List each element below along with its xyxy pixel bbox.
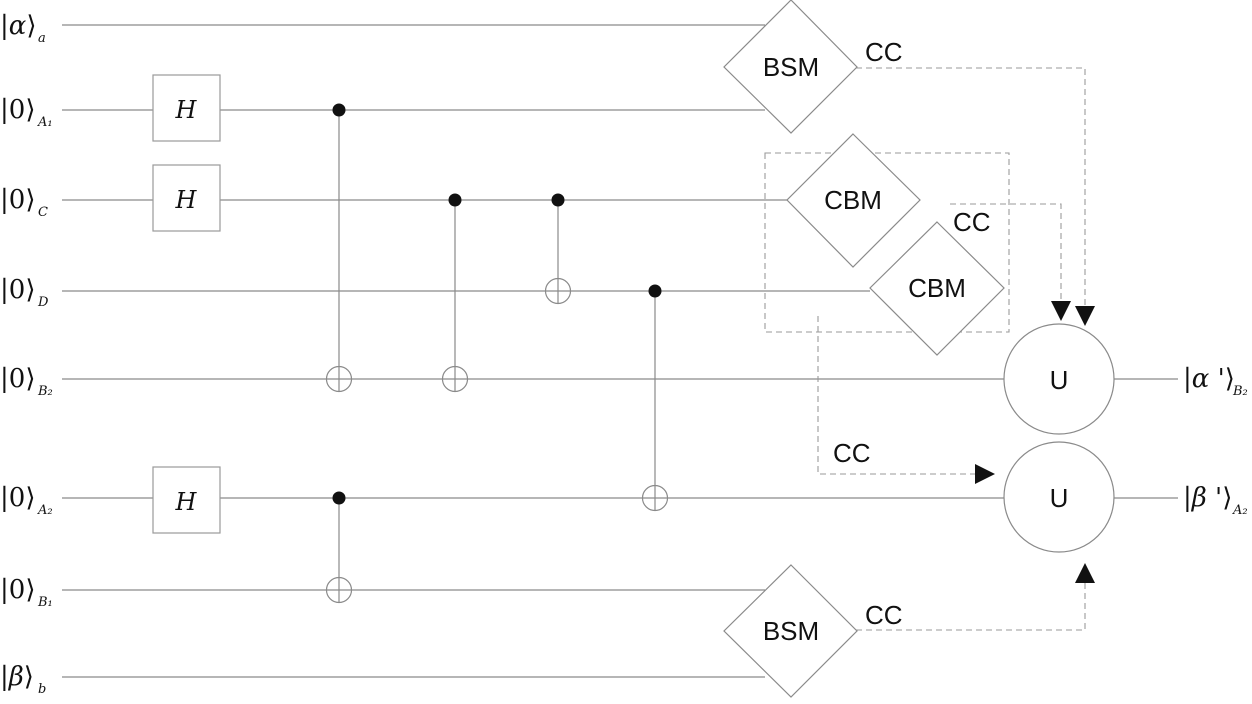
arrow-down-icon bbox=[1075, 306, 1095, 326]
cc-labels: CC CC CC CC bbox=[833, 37, 991, 630]
bsm-gate-top: BSM bbox=[723, 0, 858, 134]
svg-text:D: D bbox=[37, 295, 49, 310]
cc-line-cbm-d bbox=[817, 316, 978, 475]
input-ket-beta-b: |β⟩ b bbox=[0, 662, 46, 697]
input-labels: |α⟩ a |0⟩ A₁ |0⟩ C |0⟩ D |0⟩ B₂ |0⟩ A₂ |… bbox=[0, 11, 53, 697]
svg-text:|0⟩: |0⟩ bbox=[0, 95, 35, 125]
control-dot bbox=[448, 193, 462, 207]
output-ket-beta-prime-A2: |β '⟩ A₂ bbox=[1183, 483, 1248, 518]
cc-line-bottom-bsm bbox=[856, 582, 1086, 631]
control-dot bbox=[551, 193, 565, 207]
svg-text:H: H bbox=[175, 488, 198, 516]
output-labels: |α '⟩ B₂ |β '⟩ A₂ bbox=[1183, 364, 1248, 518]
bsm-gate-bottom: BSM bbox=[723, 564, 858, 698]
svg-text:BSM: BSM bbox=[763, 616, 819, 646]
input-ket-alpha-a: |α⟩ a bbox=[0, 11, 46, 46]
cc-label-mid: CC bbox=[833, 438, 871, 468]
hadamard-gate-A2: H bbox=[152, 466, 221, 534]
input-ket-0-B2: |0⟩ B₂ bbox=[0, 364, 53, 399]
svg-text:|0⟩: |0⟩ bbox=[0, 364, 35, 394]
arrowheads bbox=[975, 301, 1095, 583]
control-dot bbox=[648, 284, 662, 298]
svg-text:B₂: B₂ bbox=[1232, 384, 1248, 399]
svg-text:B₁: B₁ bbox=[37, 595, 53, 610]
svg-text:|0⟩: |0⟩ bbox=[0, 575, 35, 605]
svg-text:A₂: A₂ bbox=[37, 503, 53, 518]
svg-text:U: U bbox=[1050, 483, 1069, 513]
arrow-up-icon bbox=[1075, 563, 1095, 583]
cc-label-cbm: CC bbox=[953, 207, 991, 237]
arrow-down-icon bbox=[1051, 301, 1071, 321]
hadamard-gate-A1: H bbox=[152, 74, 221, 142]
input-ket-0-D: |0⟩ D bbox=[0, 275, 49, 310]
hadamard-gate-C: H bbox=[152, 164, 221, 232]
svg-text:CBM: CBM bbox=[824, 185, 882, 215]
wires bbox=[62, 24, 1178, 678]
unitary-gate-B2: U bbox=[1003, 323, 1115, 435]
unitary-gate-A2: U bbox=[1003, 441, 1115, 553]
svg-text:|β⟩: |β⟩ bbox=[0, 662, 34, 692]
cbm-dashed-enclosure bbox=[764, 152, 1010, 333]
input-ket-0-A1: |0⟩ A₁ bbox=[0, 95, 53, 130]
cc-label-top: CC bbox=[865, 37, 903, 67]
svg-text:|0⟩: |0⟩ bbox=[0, 483, 35, 513]
cnot-gates bbox=[325, 103, 669, 604]
control-dot bbox=[332, 491, 346, 505]
output-ket-alpha-prime-B2: |α '⟩ B₂ bbox=[1183, 364, 1248, 399]
hadamard-gates: H H H bbox=[152, 74, 221, 534]
svg-text:|0⟩: |0⟩ bbox=[0, 275, 35, 305]
svg-text:BSM: BSM bbox=[763, 52, 819, 82]
control-dot bbox=[332, 103, 346, 117]
cnot-C-D bbox=[544, 193, 572, 305]
cc-line-cbm-c bbox=[950, 203, 1062, 306]
cnot-D-A2 bbox=[641, 284, 669, 512]
svg-text:|α⟩: |α⟩ bbox=[0, 11, 36, 41]
input-ket-0-A2: |0⟩ A₂ bbox=[0, 483, 53, 518]
cnot-C-B2 bbox=[441, 193, 469, 393]
svg-text:U: U bbox=[1050, 365, 1069, 395]
cbm-gate-C: CBM bbox=[786, 133, 921, 268]
svg-text:CBM: CBM bbox=[908, 273, 966, 303]
svg-text:C: C bbox=[38, 205, 48, 220]
svg-text:H: H bbox=[175, 96, 198, 124]
classical-channels bbox=[817, 67, 1086, 631]
input-ket-0-B1: |0⟩ B₁ bbox=[0, 575, 53, 610]
cc-label-bottom: CC bbox=[865, 600, 903, 630]
svg-text:b: b bbox=[38, 682, 46, 697]
svg-text:|β '⟩: |β '⟩ bbox=[1183, 483, 1232, 513]
svg-text:a: a bbox=[38, 31, 46, 46]
cnot-A1-B2 bbox=[325, 103, 353, 393]
cnot-A2-B1 bbox=[325, 491, 353, 604]
cbm-gate-D: CBM bbox=[869, 221, 1005, 356]
input-ket-0-C: |0⟩ C bbox=[0, 185, 48, 220]
svg-text:A₂: A₂ bbox=[1232, 503, 1248, 518]
svg-text:|α '⟩: |α '⟩ bbox=[1183, 364, 1235, 394]
arrow-right-icon bbox=[975, 464, 995, 484]
svg-text:B₂: B₂ bbox=[37, 384, 53, 399]
svg-text:H: H bbox=[175, 186, 198, 214]
svg-text:|0⟩: |0⟩ bbox=[0, 185, 35, 215]
svg-text:A₁: A₁ bbox=[37, 115, 53, 130]
